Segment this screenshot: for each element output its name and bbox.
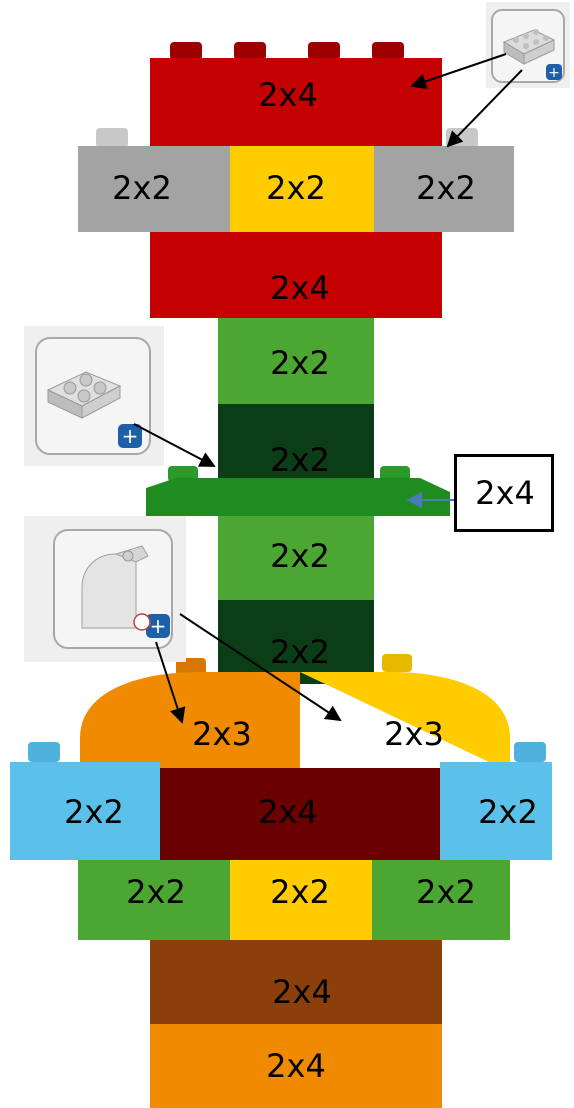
brick-dark-green-2x2-1: [218, 404, 374, 488]
arrow-to-green-plate: [133, 423, 216, 467]
brick-label: 2x3: [192, 715, 252, 753]
brick-gray-2x2-left: [78, 146, 230, 232]
brick-label: 2x2: [126, 873, 186, 911]
brick-dark-red-2x4: [160, 768, 440, 860]
curved-brick-icon: +: [53, 529, 173, 649]
brick-red-2x4-lower: [150, 232, 442, 318]
brick-yellow-2x2-lower: [230, 860, 372, 940]
arrow-to-orange-curved: [155, 641, 186, 724]
brick-top-red-2x4: [150, 58, 442, 148]
brick-blue-2x2-right: [440, 762, 552, 860]
callout-label: 2x4: [475, 474, 535, 512]
brick-label: 2x2: [270, 344, 330, 382]
brick-label: 2x2: [478, 793, 538, 831]
brick-label: 2x2: [270, 633, 330, 671]
plus-icon: +: [548, 65, 560, 81]
brick-label: 2x4: [258, 76, 318, 114]
arrow-to-top-brick: [410, 53, 507, 90]
brick-label: 2x2: [270, 441, 330, 479]
blue-brick-studs: [28, 742, 546, 762]
brick-light-green-2x2-2: [218, 516, 374, 600]
brick-yellow-2x2-upper: [230, 146, 374, 232]
green-plate-shape: [146, 466, 450, 516]
brick-label: 2x4: [270, 269, 330, 307]
brick-icon: +: [491, 9, 565, 83]
brick-label: 2x2: [270, 537, 330, 575]
brick-label: 2x2: [64, 793, 124, 831]
top-red-brick-studs: [170, 42, 404, 60]
brick-green-2x2-left: [78, 860, 230, 940]
plus-icon: +: [150, 614, 167, 638]
brick-label: 2x2: [416, 873, 476, 911]
brick-light-green-2x2-1: [218, 318, 374, 404]
brick-gray-2x2-right: [374, 146, 514, 232]
plate-size-callout: [454, 454, 554, 532]
curved-bricks-shape: [80, 654, 510, 772]
brick-label: 2x2: [270, 873, 330, 911]
brick-label: 2x4: [272, 973, 332, 1011]
brick-blue-2x2-left: [10, 762, 160, 860]
plus-icon: +: [122, 424, 139, 448]
brick-label: 2x2: [266, 169, 326, 207]
arrow-to-gray-brick: [446, 69, 523, 148]
brick-green-2x2-right: [372, 860, 510, 940]
plate-icon: +: [35, 337, 151, 455]
brick-label: 2x4: [258, 793, 318, 831]
brick-dark-green-2x2-2: [218, 600, 374, 684]
brick-label: 2x2: [270, 441, 330, 479]
brick-label: 2x2: [112, 169, 172, 207]
brick-orange-2x4-bottom: [150, 1024, 442, 1108]
brick-label: 2x3: [384, 715, 444, 753]
brick-brown-2x4: [150, 940, 442, 1024]
brick-label: 2x4: [266, 1047, 326, 1085]
arrow-to-yellow-curved: [179, 613, 342, 722]
brick-label: 2x2: [416, 169, 476, 207]
